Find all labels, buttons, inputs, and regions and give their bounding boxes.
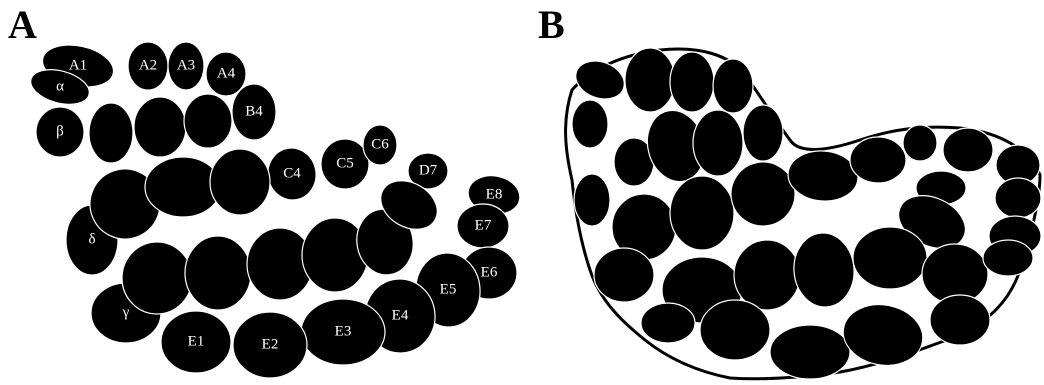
cell [838, 299, 927, 372]
cell-label-c4: C4 [283, 165, 301, 181]
cell [930, 295, 990, 345]
cell-label-a1: A1 [69, 57, 87, 73]
cell-label-c6: C6 [371, 136, 389, 152]
panel-a-letter: A [8, 2, 37, 47]
cell-label-e5: E5 [440, 281, 457, 297]
cell [89, 103, 133, 163]
cell [791, 231, 857, 310]
cell-label-e4: E4 [392, 307, 409, 323]
cell [122, 242, 192, 314]
cell-label-c5: C5 [336, 155, 354, 171]
cell-label-e1: E1 [188, 333, 205, 349]
cell [853, 227, 927, 289]
cell [734, 240, 800, 310]
cell [641, 303, 695, 343]
cell-label-a3: A3 [177, 57, 195, 73]
cell [770, 325, 850, 379]
cell-label-d7: D7 [419, 162, 438, 178]
cell [184, 94, 232, 148]
cell [574, 174, 610, 226]
panel-b: B [538, 2, 1041, 379]
cell-label-b4: B4 [245, 103, 263, 119]
cell-label-e3: E3 [335, 323, 352, 339]
cell [670, 176, 734, 250]
cell [786, 148, 860, 204]
cell-label-a4: A4 [217, 65, 236, 81]
panel-b-cells [570, 48, 1041, 379]
cell-label-e8: E8 [486, 186, 503, 202]
cell [625, 48, 675, 112]
cell [134, 97, 186, 157]
cell [903, 125, 937, 161]
cell-label-e7: E7 [475, 217, 492, 233]
cell [185, 236, 251, 310]
cell [572, 100, 608, 148]
cell [693, 110, 743, 176]
cell-label-gamma: γ [122, 304, 130, 320]
cell [983, 240, 1033, 276]
cell-label-a2: A2 [139, 57, 157, 73]
cell [943, 128, 993, 172]
cell [850, 137, 906, 183]
cell [670, 52, 714, 112]
cell-label-delta: δ [88, 231, 95, 247]
cell [713, 59, 753, 113]
cell-label-beta: β [56, 123, 64, 139]
cell-label-e2: E2 [262, 336, 279, 352]
cell [145, 157, 221, 217]
cell [210, 149, 270, 215]
cell [570, 55, 629, 106]
panel-b-letter: B [538, 2, 565, 47]
cell [743, 105, 783, 161]
cell [594, 248, 654, 302]
cell-label-alpha: α [56, 78, 64, 94]
cell [700, 300, 770, 360]
cell [995, 178, 1041, 218]
cell-label-e6: E6 [481, 264, 498, 280]
